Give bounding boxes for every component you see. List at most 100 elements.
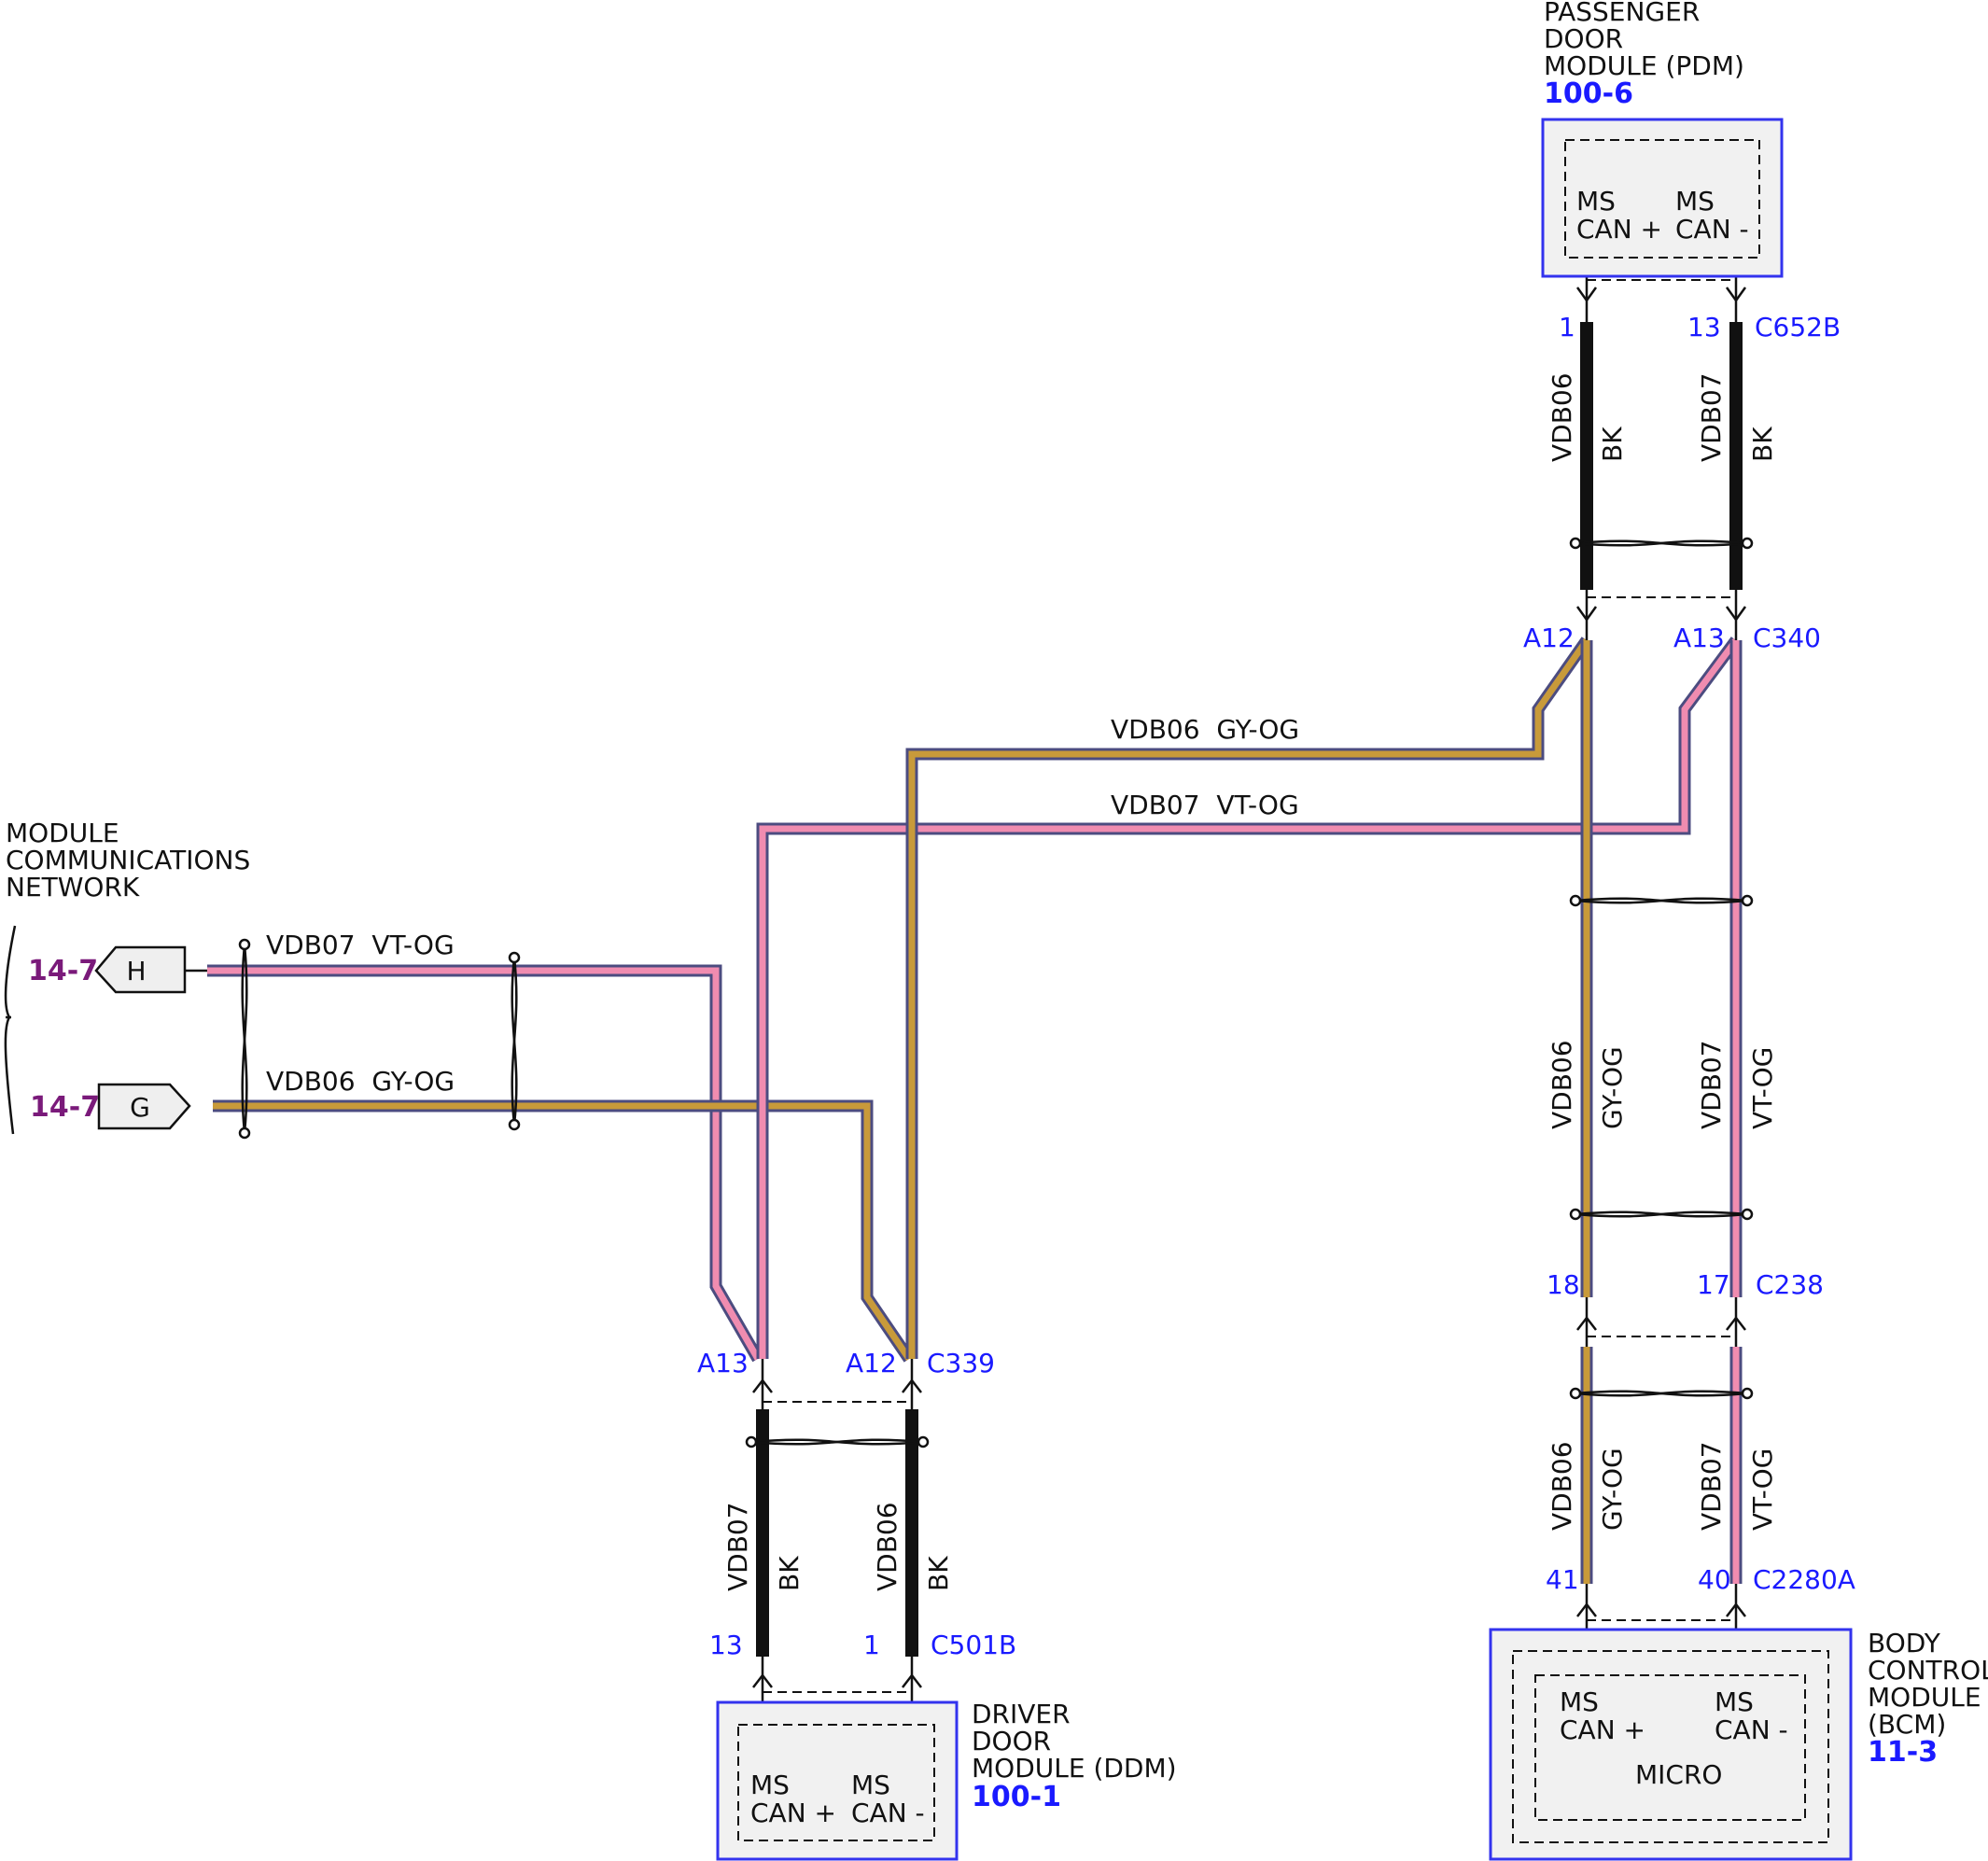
wire-vlabel-vdb06-ddm: VDB06 [872,1502,903,1591]
bcm-pin-left-line-1: MS [1560,1686,1599,1717]
wire-vlabel-bk-pdm-right: BK [1747,427,1778,462]
pin-arrow-icon [1726,1315,1746,1331]
twist-symbol-c238-lower [1569,1387,1754,1400]
wire-vlabel-gy-og-lower: GY-OG [1597,1448,1628,1531]
ddm-pin-13: 13 [709,1630,743,1660]
c340-connector-name: C340 [1753,623,1821,653]
ddm-pin-left-line-1: MS [750,1770,790,1800]
ddm-module-box [716,1700,959,1861]
network-connector-g [97,1083,191,1130]
wire-vdb06-gy-og-network [213,1099,915,1363]
wire-vdb06-gy-og-crossover [905,637,1592,1359]
pdm-pin-left-line-2: CAN + [1576,214,1662,245]
pin-arrow-icon [902,1378,922,1393]
twist-symbol-network-left [238,938,251,1140]
pdm-pin-right-line-2: CAN - [1675,214,1749,245]
pdm-connector-name: C652B [1755,312,1841,343]
wire-label-vdb07-vt-og-top: VDB07 VT-OG [1111,790,1299,820]
ddm-pin-right-line-2: CAN - [851,1798,925,1828]
pin-arrow-icon [1725,287,1747,303]
network-brace [4,925,17,1135]
wire-vlabel-bk-ddm-right: BK [923,1556,954,1591]
c339-pin-a13: A13 [697,1348,749,1378]
pin-arrow-icon [1576,1315,1597,1331]
bcm-connector-name: C2280A [1753,1564,1855,1595]
bcm-pin-40: 40 [1698,1564,1731,1595]
c339-connector-name: C339 [927,1348,995,1378]
pdm-pin-number-13: 13 [1687,312,1721,343]
wire-vlabel-vdb07-lower: VDB07 [1696,1441,1727,1531]
pin-arrow-icon [902,1672,922,1688]
wire-vlabel-vt-og-mid: VT-OG [1747,1047,1778,1129]
network-title-line-2: COMMUNICATIONS [6,845,250,875]
ddm-page-ref[interactable]: 100-1 [972,1781,1061,1813]
connector-c238 [1576,1297,1746,1347]
pin-arrow-icon [752,1672,773,1688]
pin-arrow-icon [1725,606,1747,623]
wire-vlabel-gy-og-mid: GY-OG [1597,1046,1628,1129]
wire-vdb07-vt-og-network [207,964,763,1363]
connector-c340 [1575,590,1747,640]
pdm-page-ref[interactable]: 100-6 [1544,77,1633,110]
wire-vlabel-vdb06-lower: VDB06 [1547,1441,1577,1531]
wire-vlabel-vdb07-mid: VDB07 [1696,1040,1727,1129]
pdm-title-line-1: PASSENGER [1544,0,1700,27]
network-page-ref-g[interactable]: 14-7 [30,1091,100,1124]
bcm-title-line-2: CONTROL [1868,1655,1988,1686]
pin-arrow-icon [1726,1602,1746,1617]
ddm-title-line-2: DOOR [972,1726,1051,1756]
ddm-title-line-3: MODULE (DDM) [972,1753,1177,1784]
bcm-pin-41: 41 [1546,1564,1579,1595]
wire-vdb07-vt-og-crossover [756,637,1742,1359]
bcm-module-box [1489,1628,1853,1861]
bcm-pin-left-line-2: CAN + [1560,1714,1645,1745]
pin-arrow-icon [1575,287,1598,303]
ddm-pin-1: 1 [863,1630,880,1660]
twist-symbol-ddm [745,1435,930,1448]
c340-pin-a12: A12 [1523,623,1575,653]
pin-arrow-icon [1575,606,1598,623]
c339-pin-a12: A12 [846,1348,897,1378]
c238-connector-name: C238 [1756,1269,1824,1300]
ddm-title-line-1: DRIVER [972,1699,1071,1729]
wire-vlabel-vdb07-pdm: VDB07 [1696,372,1727,462]
pin-arrow-icon [1576,1602,1597,1617]
twist-symbol-pdm [1569,537,1754,550]
twist-symbol-network-right [508,951,521,1131]
network-letter-g: G [130,1092,150,1123]
twist-symbol-c340-upper [1569,894,1754,907]
wire-label-vdb06-gy-og-network: VDB06 GY-OG [266,1066,455,1097]
wire-label-vdb06-gy-og-top: VDB06 GY-OG [1111,714,1299,745]
network-letter-h: H [126,956,146,986]
bcm-page-ref[interactable]: 11-3 [1868,1736,1938,1769]
network-connector-h [94,945,207,994]
bcm-title-line-1: BODY [1868,1628,1941,1658]
ddm-pin-left-line-2: CAN + [750,1798,836,1828]
pdm-pin-right-line-1: MS [1675,186,1715,217]
wire-vlabel-vdb06-mid: VDB06 [1547,1040,1577,1129]
c238-pin-17: 17 [1697,1269,1730,1300]
network-title-line-1: MODULE [6,818,119,848]
connector-c339 [752,1359,922,1409]
pdm-title-line-3: MODULE (PDM) [1544,50,1744,81]
ddm-pin-right-line-1: MS [851,1770,890,1800]
pdm-pin-left-line-1: MS [1576,186,1616,217]
bcm-pin-right-line-1: MS [1715,1686,1754,1717]
c340-pin-a13: A13 [1673,623,1725,653]
network-title-line-3: NETWORK [6,872,140,903]
bcm-micro-label: MICRO [1635,1759,1722,1790]
wire-vlabel-vt-og-lower: VT-OG [1747,1448,1778,1531]
wire-vlabel-vdb06-pdm: VDB06 [1547,372,1577,462]
pin-arrow-icon [752,1378,773,1393]
bcm-title-line-4: (BCM) [1868,1709,1946,1740]
pdm-module-box [1541,118,1784,278]
wire-vlabel-bk-ddm-left: BK [774,1556,805,1591]
twist-symbol-c238-upper [1569,1208,1754,1221]
pdm-title-line-2: DOOR [1544,23,1623,54]
wire-label-vdb07-vt-og-network: VDB07 VT-OG [266,930,455,960]
wire-vlabel-bk-pdm-left: BK [1597,427,1628,462]
pdm-pin-number-1: 1 [1559,312,1575,343]
bcm-title-line-3: MODULE [1868,1682,1981,1713]
network-page-ref-h[interactable]: 14-7 [28,955,98,987]
